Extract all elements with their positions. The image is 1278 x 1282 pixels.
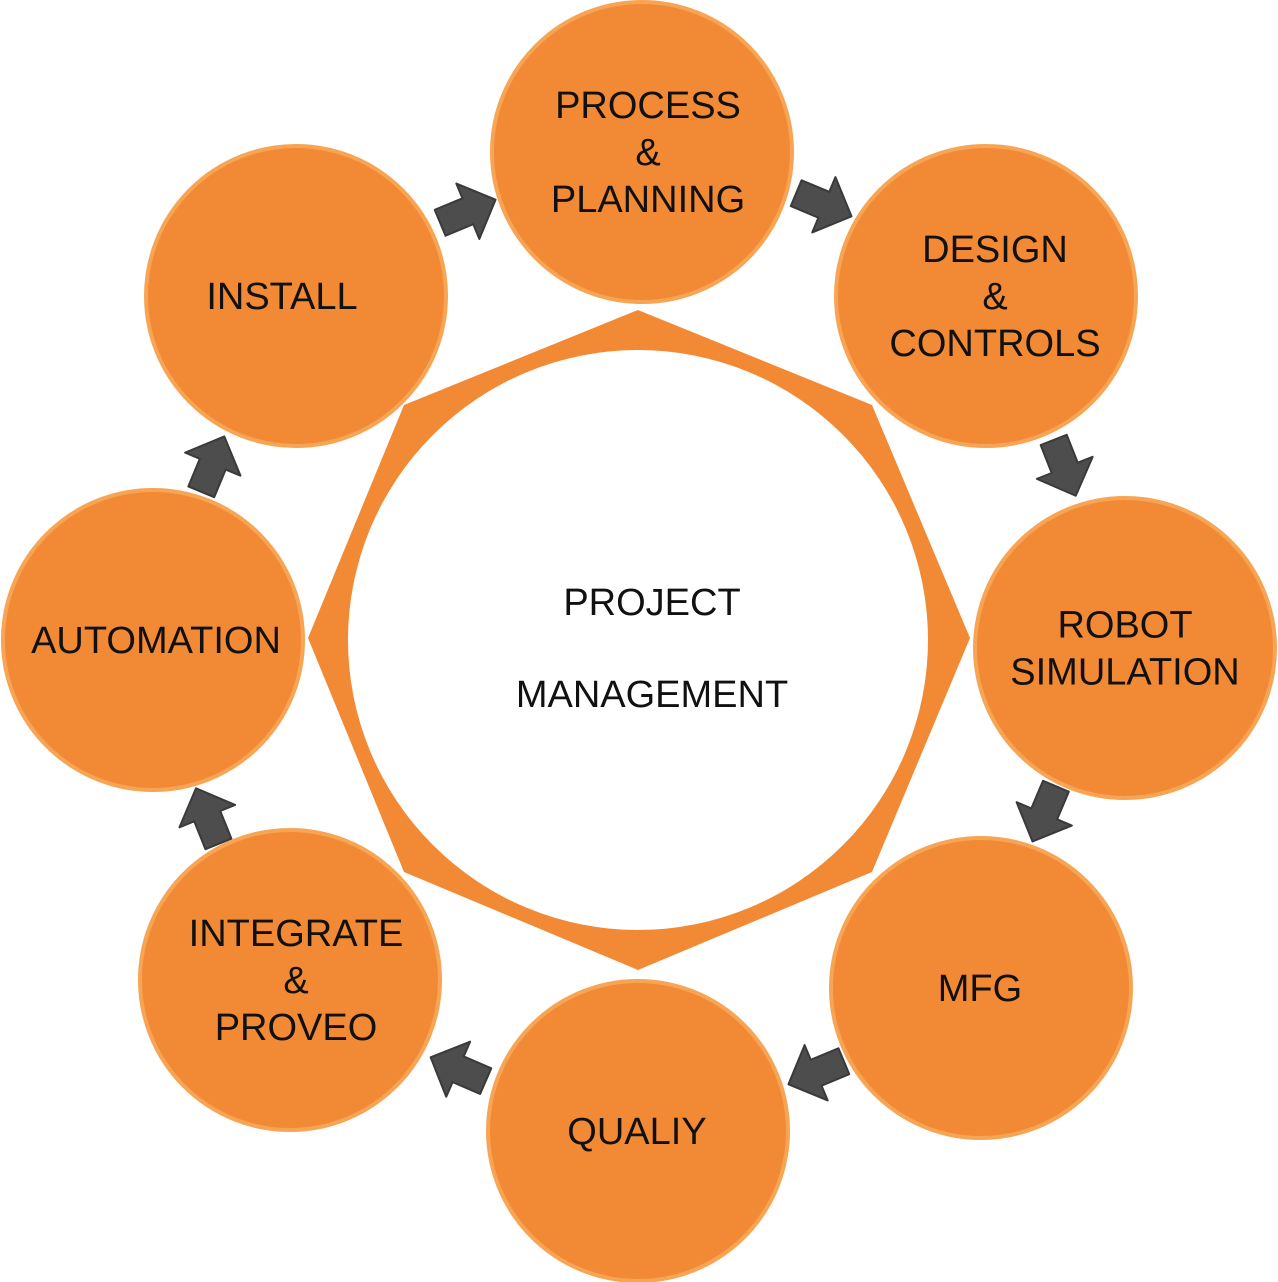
node-circle-mfg — [829, 836, 1133, 1140]
node-circle-design-controls — [834, 144, 1138, 448]
node-label-design-controls-line-3: CONTROLS — [889, 323, 1100, 365]
node-qualiy: QUALIY — [486, 979, 790, 1282]
arrow-icon — [1035, 433, 1094, 497]
node-label-mfg-line-1: MFG — [938, 968, 1022, 1010]
node-design-controls: DESIGN & CONTROLS — [834, 144, 1138, 448]
node-label-process-planning-line-1: PROCESS — [555, 85, 741, 127]
node-label-design-controls-line-2: & — [982, 276, 1007, 318]
node-circle-qualiy — [486, 979, 790, 1282]
node-install: INSTALL — [144, 144, 448, 448]
arrow-icon — [1015, 779, 1073, 843]
node-circle-robot-simulation — [973, 496, 1277, 800]
center-label-line-2: MANAGEMENT — [516, 674, 788, 716]
center-label-line-1: PROJECT — [563, 582, 740, 624]
node-process-planning: PROCESS & PLANNING — [490, 0, 794, 304]
arrow-icon — [184, 435, 242, 499]
node-mfg: MFG — [829, 836, 1133, 1140]
node-label-design-controls-line-1: DESIGN — [922, 229, 1068, 271]
node-robot-simulation: ROBOT SIMULATION — [973, 496, 1277, 800]
node-label-automation-line-1: AUTOMATION — [31, 620, 281, 662]
node-circle-install — [144, 144, 448, 448]
node-integrate-proveo: INTEGRATE & PROVEO — [138, 828, 442, 1132]
node-label-install-line-1: INSTALL — [206, 276, 357, 318]
node-label-integrate-proveo-line-3: PROVEO — [215, 1007, 378, 1049]
center-circle — [348, 350, 928, 930]
node-circle-process-planning — [490, 0, 794, 304]
node-automation: AUTOMATION — [1, 488, 305, 792]
arrow-icon — [433, 182, 497, 240]
node-circle-integrate-proveo — [138, 828, 442, 1132]
node-label-process-planning-line-3: PLANNING — [551, 179, 745, 221]
arrow-icon — [787, 1044, 851, 1102]
node-label-process-planning-line-2: & — [635, 132, 660, 174]
arrow-icon — [178, 787, 237, 851]
node-circle-automation — [1, 488, 305, 792]
node-label-integrate-proveo-line-1: INTEGRATE — [189, 913, 404, 955]
arrow-icon — [789, 176, 853, 234]
cycle-arrows — [178, 176, 1094, 1102]
node-label-robot-simulation-line-2: SIMULATION — [1010, 652, 1239, 694]
node-label-robot-simulation-line-1: ROBOT — [1057, 605, 1192, 647]
node-label-qualiy-line-1: QUALIY — [567, 1111, 706, 1153]
arrow-icon — [429, 1040, 493, 1098]
node-label-integrate-proveo-line-2: & — [283, 960, 308, 1002]
